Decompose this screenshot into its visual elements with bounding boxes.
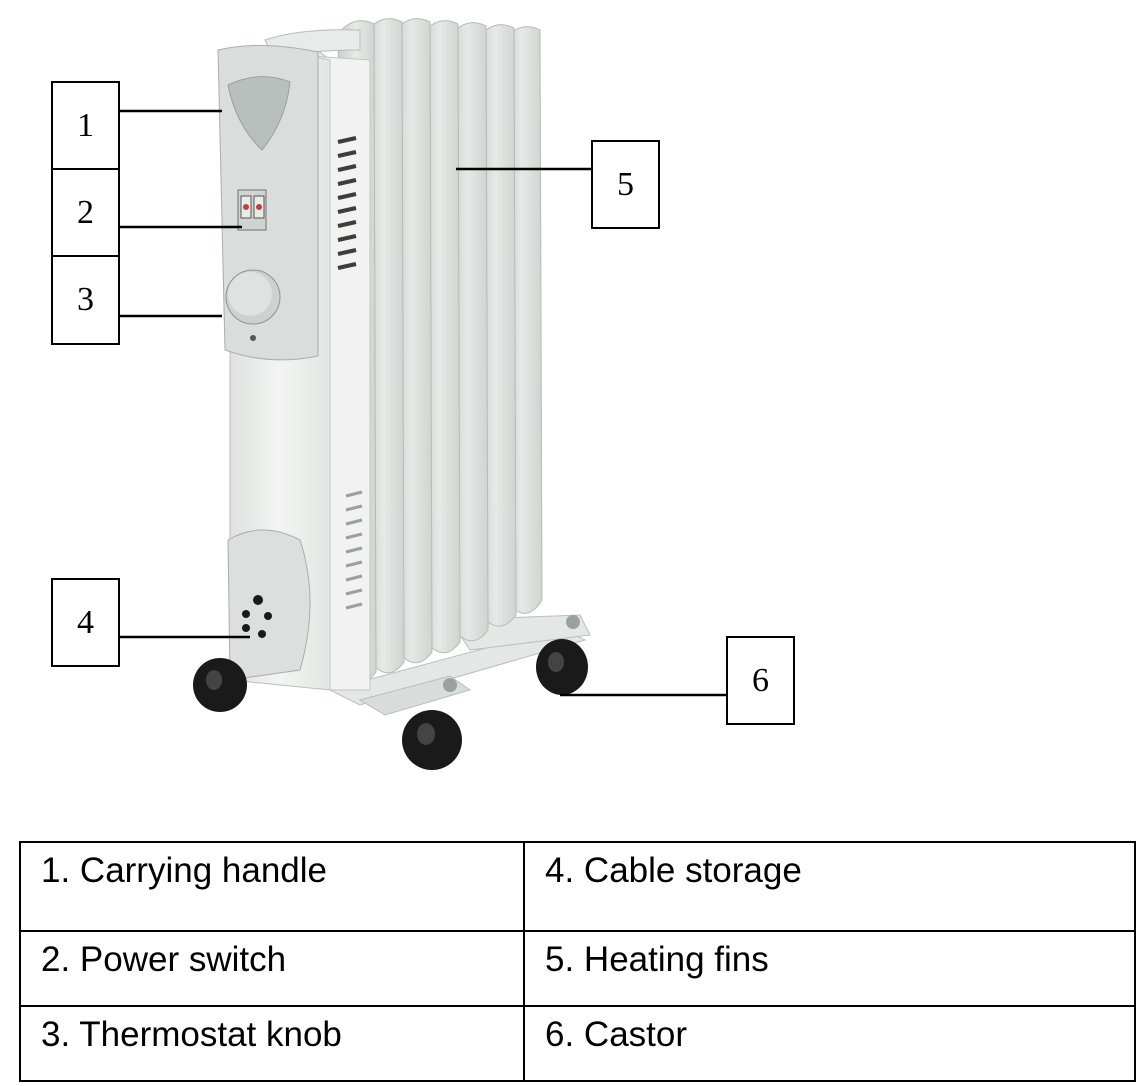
leader-lines xyxy=(119,109,726,697)
callout-3: 3 xyxy=(51,255,120,345)
thermostat-knob xyxy=(225,269,281,341)
parts-legend-table: 1. Carrying handle 4. Cable storage 2. P… xyxy=(19,841,1136,1082)
callout-4: 4 xyxy=(51,578,120,667)
legend-cell: 6. Castor xyxy=(523,1005,1136,1082)
carrying-handle xyxy=(227,76,291,151)
power-switch xyxy=(237,189,267,231)
legend-cell: 4. Cable storage xyxy=(523,841,1136,932)
callout-5: 5 xyxy=(591,140,660,229)
castors xyxy=(193,639,588,770)
callout-6: 6 xyxy=(726,636,795,725)
control-panel xyxy=(217,44,319,361)
callout-1: 1 xyxy=(51,81,120,170)
legend-cell: 5. Heating fins xyxy=(523,930,1136,1007)
table-row: 1. Carrying handle 4. Cable storage xyxy=(19,841,1136,932)
radiator-illustration xyxy=(119,18,726,770)
cable-storage xyxy=(227,529,311,681)
callout-2: 2 xyxy=(51,168,120,257)
legend-cell: 3. Thermostat knob xyxy=(19,1005,525,1082)
vent-slots-upper xyxy=(337,136,357,270)
legend-cell: 1. Carrying handle xyxy=(19,841,525,932)
table-row: 3. Thermostat knob 6. Castor xyxy=(19,1005,1136,1082)
vent-slots-lower xyxy=(345,490,363,610)
table-row: 2. Power switch 5. Heating fins xyxy=(19,930,1136,1007)
legend-cell: 2. Power switch xyxy=(19,930,525,1007)
